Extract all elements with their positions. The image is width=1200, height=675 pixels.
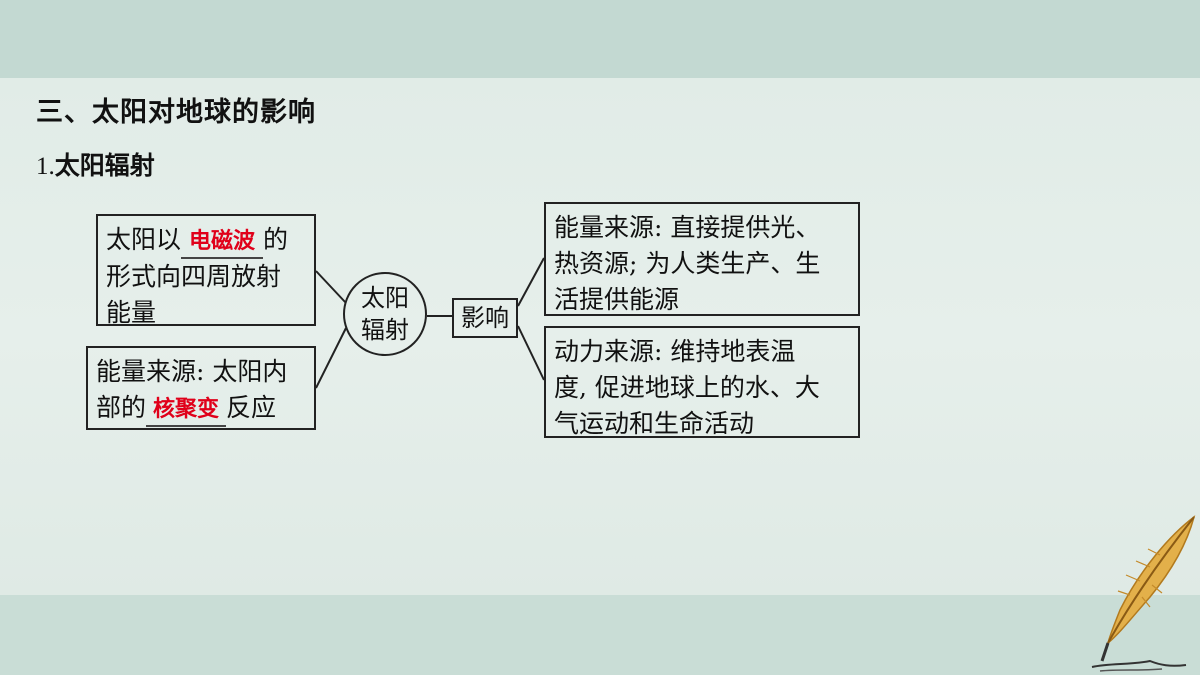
subsection-title: 太阳辐射 (54, 151, 155, 180)
content-panel (0, 78, 1200, 595)
connector-left-top (315, 270, 347, 304)
bottom-band (0, 595, 1200, 675)
left-top-box: 太阳以电磁波的 形式向四周放射 能量 (96, 214, 316, 327)
right-top-line3: 活提供能源 (554, 285, 680, 314)
left-bottom-line2: 部的核聚变反应 (96, 390, 306, 427)
left-bottom-box: 能量来源: 太阳内 部的核聚变反应 (86, 346, 316, 430)
connector-right-bottom (517, 325, 545, 381)
circle-line1: 太阳 (361, 284, 409, 312)
section-heading: 三、太阳对地球的影响 (36, 97, 316, 128)
right-bottom-box: 动力来源: 维持地表温 度, 促进地球上的水、大 气运动和生命活动 (544, 326, 860, 438)
answer-blank-nuclear-fusion: 核聚变 (146, 395, 227, 427)
quill-pen-icon (1091, 515, 1196, 672)
right-bottom-line3: 气运动和生命活动 (554, 409, 755, 438)
left-top-line1: 太阳以电磁波的 (106, 222, 306, 259)
left-bottom-line1: 能量来源: 太阳内 (96, 357, 288, 386)
solar-radiation-circle: 太阳 辐射 (343, 272, 427, 356)
left-top-line2: 形式向四周放射 (106, 262, 282, 291)
connector-left-bottom (315, 327, 347, 389)
left-top-line3: 能量 (106, 298, 157, 327)
right-top-line2: 热资源; 为人类生产、生 (554, 249, 821, 278)
right-bottom-line2: 度, 促进地球上的水、大 (554, 373, 820, 402)
connector-right-top (517, 257, 545, 307)
subsection-number: 1. (36, 153, 55, 180)
circle-line2: 辐射 (361, 316, 409, 344)
subsection-heading: 1.太阳辐射 (36, 146, 155, 182)
right-bottom-line1: 动力来源: 维持地表温 (554, 337, 796, 366)
right-top-box: 能量来源: 直接提供光、 热资源; 为人类生产、生 活提供能源 (544, 202, 860, 316)
top-band (0, 0, 1200, 78)
influence-box: 影响 (452, 298, 518, 338)
answer-blank-electromagnetic: 电磁波 (181, 227, 264, 259)
right-top-line1: 能量来源: 直接提供光、 (554, 213, 821, 242)
